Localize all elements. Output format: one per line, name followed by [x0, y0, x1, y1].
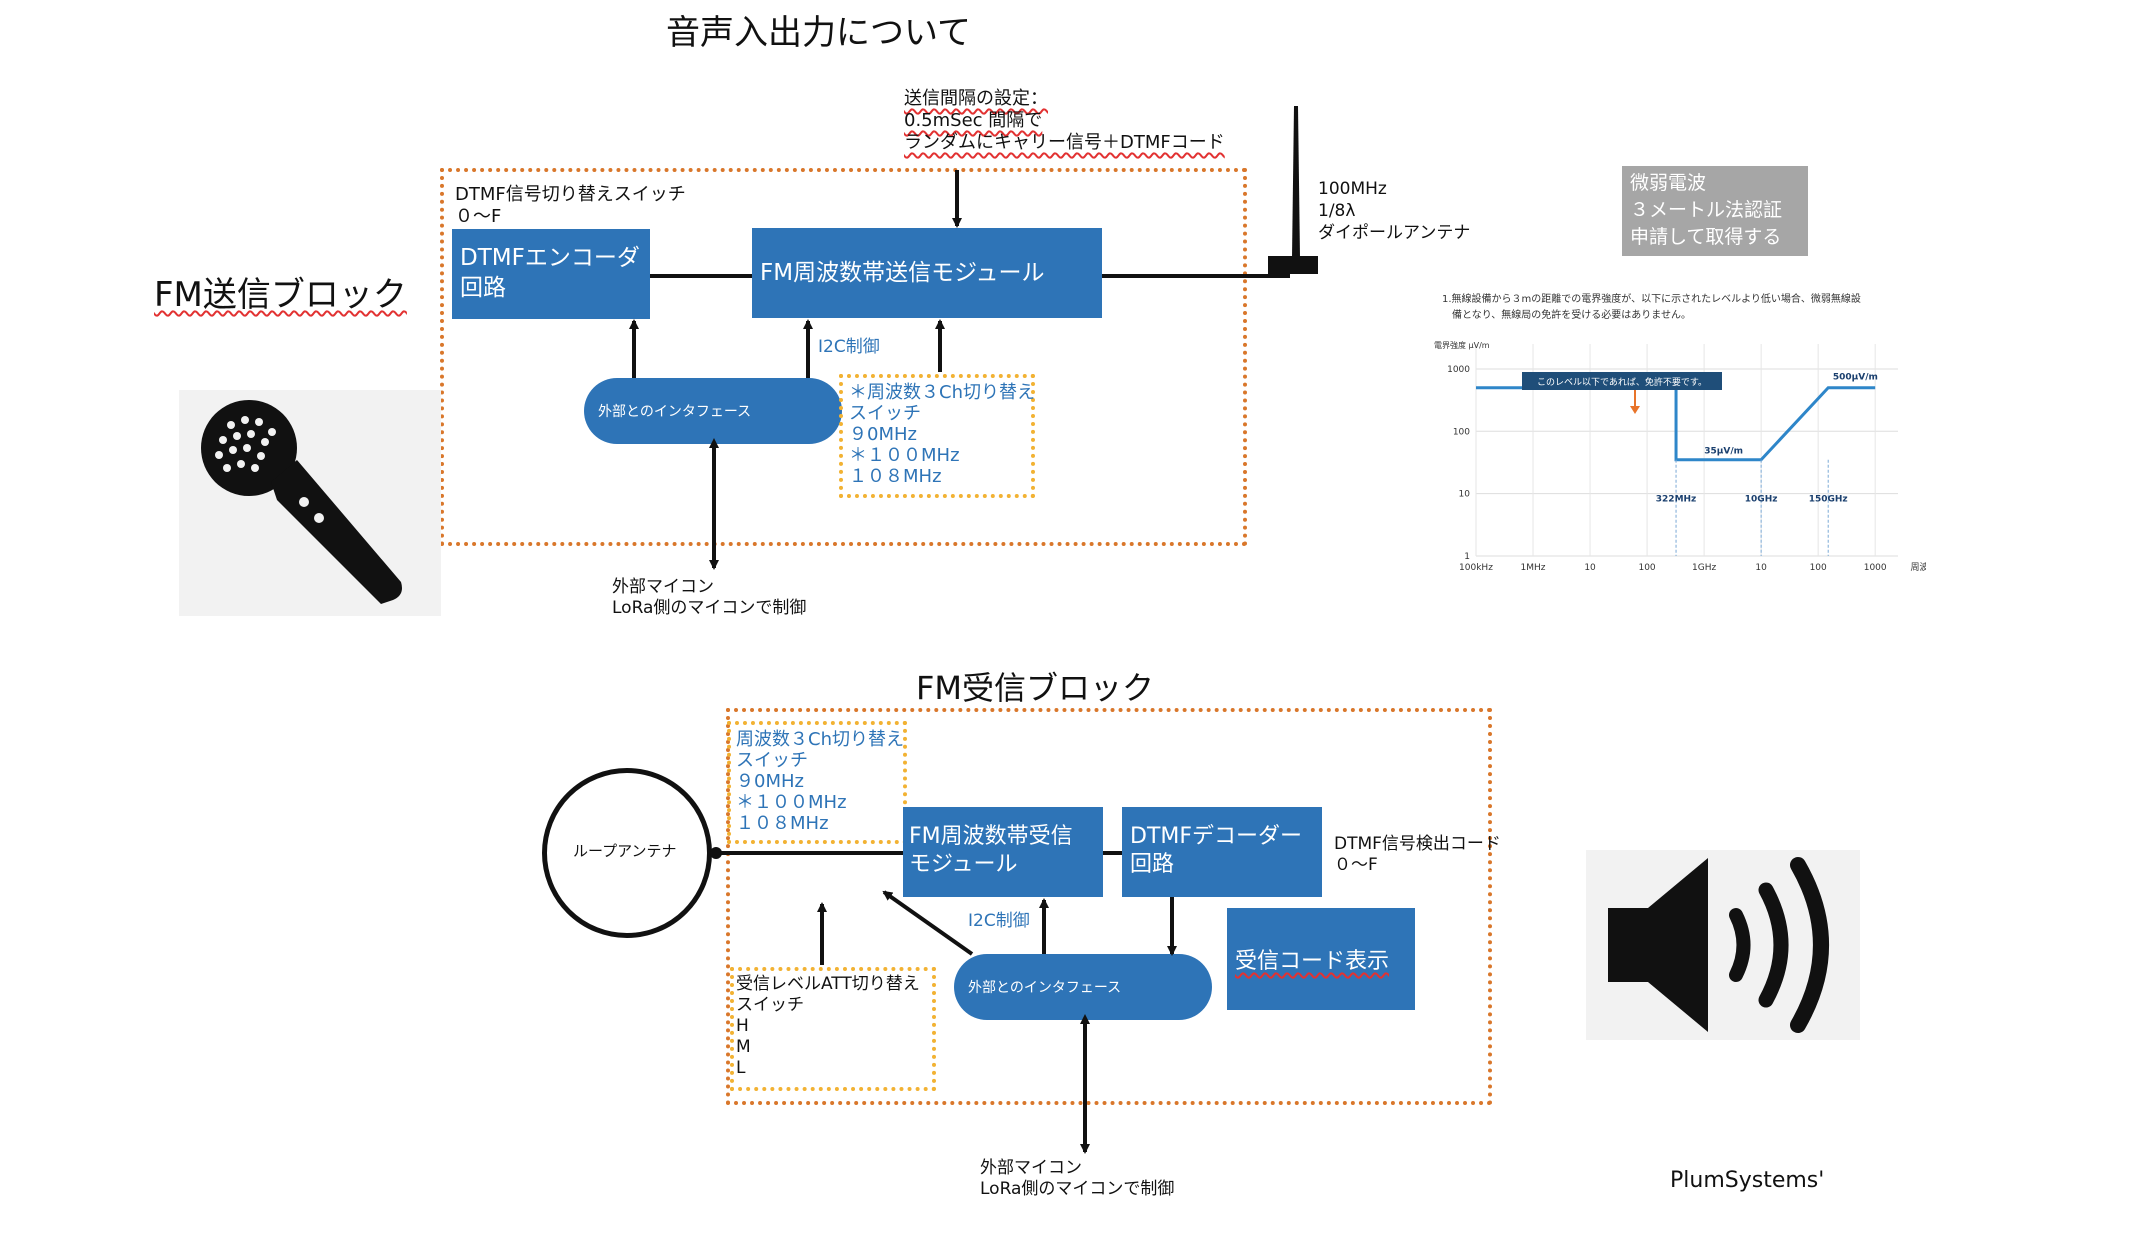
rx-block-frame	[726, 708, 1492, 1105]
tx-antenna-label: 100MHz 1/8λ ダイポールアンテナ	[1318, 179, 1471, 243]
weak-radio-badge-text: 微弱電波 ３メートル法認証 申請して取得する	[1630, 172, 1783, 248]
chart-annotation: 500μV/m	[1833, 373, 1878, 383]
tx-interface-label: 外部とのインタフェース	[598, 404, 752, 420]
chart-x-tick-label: 100	[1810, 563, 1827, 573]
tx-dtmf-encoder: DTMFエンコーダ 回路	[452, 229, 650, 319]
chart-y-axis-label: 電界強度 μV/m	[1434, 340, 1490, 350]
tx-interval-note: 送信間隔の設定： 0.5mSec 間隔で ランダムにキャリー信号＋DTMFコード	[904, 88, 1225, 153]
chart-x-tick-label: 1000	[1864, 563, 1887, 573]
chart-y-tick-label: 10	[1459, 490, 1471, 500]
chart-callout-text: このレベル以下であれば、免許不要です。	[1537, 376, 1707, 388]
rx-interface: 外部とのインタフェース	[954, 954, 1212, 1020]
tx-block-frame	[440, 168, 1247, 546]
chart-x-tick-label: 100	[1638, 563, 1655, 573]
tx-dtmf-switch-label: DTMF信号切り替えスイッチ ０〜F	[455, 184, 686, 227]
speaker-icon-svg	[1608, 857, 1829, 1033]
tx-dtmf-encoder-label: DTMFエンコーダ 回路	[460, 245, 640, 301]
chart-x-tick-label: 1MHz	[1521, 563, 1546, 573]
rx-dtmf-detect-label: DTMF信号検出コード ０〜F	[1334, 834, 1501, 875]
chart-x-tick-label: 10	[1755, 563, 1767, 573]
footer-brand: PlumSystems'	[1670, 1168, 1825, 1193]
chart-callout-arrowhead	[1630, 406, 1640, 414]
chart-annotation: 35μV/m	[1704, 447, 1743, 457]
tx-fm-module-label: FM周波数帯送信モジュール	[760, 259, 1045, 286]
chart-callout-box	[1522, 372, 1722, 390]
chart-annotation: 10GHz	[1745, 495, 1778, 505]
antenna-base	[1268, 256, 1318, 274]
rx-freq-switch-label: 周波数３Ch切り替え スイッチ ９0MHz ＊１００MHz １０８MHz	[736, 729, 904, 834]
chart-annotation: 150GHz	[1809, 495, 1848, 505]
rx-att-switch-label: 受信レベルATT切り替え スイッチ H M L	[736, 974, 920, 1078]
rx-fm-module: FM周波数帯受信 モジュール	[903, 807, 1103, 897]
rx-mcu-label: 外部マイコン LoRa側のマイコンで制御	[980, 1158, 1175, 1199]
loop-antenna-label: ループアンテナ	[573, 842, 677, 860]
rx-code-display: 受信コード表示	[1227, 908, 1415, 1010]
rx-freq-switch-frame	[727, 721, 907, 844]
rx-i2c-label: I2C制御	[968, 911, 1030, 931]
rx-att-switch-frame	[730, 967, 936, 1091]
tx-freq-switch-frame	[839, 374, 1035, 498]
tx-fm-module: FM周波数帯送信モジュール	[752, 228, 1102, 318]
microphone-icon-svg	[201, 400, 402, 604]
chart-y-tick-label: 1	[1464, 552, 1470, 562]
chart-x-tick-label: 1GHz	[1692, 563, 1716, 573]
rx-block-label: FM受信ブロック	[916, 669, 1155, 707]
antenna-mast	[1292, 106, 1300, 258]
rx-fm-module-label: FM周波数帯受信 モジュール	[909, 824, 1073, 877]
rx-dtmf-decoder: DTMFデコーダー 回路	[1122, 807, 1322, 897]
loop-antenna	[542, 768, 712, 938]
rx-interface-label: 外部とのインタフェース	[968, 980, 1122, 996]
chart-x-tick-label: 10	[1584, 563, 1596, 573]
rx-code-display-label: 受信コード表示	[1235, 949, 1390, 974]
tx-block-label: FM送信ブロック	[154, 275, 407, 315]
chart-annotation: 322MHz	[1656, 495, 1697, 505]
microphone-icon	[179, 390, 441, 616]
page-title: 音声入出力について	[666, 13, 971, 53]
speaker-icon	[1586, 850, 1860, 1040]
tx-i2c-label: I2C制御	[818, 337, 880, 357]
chart-y-tick-label: 1000	[1447, 365, 1470, 375]
chart-y-tick-label: 100	[1453, 427, 1470, 437]
weak-radio-description: 1.無線設備から３mの距離での電界強度が、以下に示されたレベルより低い場合、微弱…	[1442, 294, 1861, 321]
chart-x-tick-label: 100kHz	[1459, 563, 1493, 573]
loop-antenna-node	[710, 847, 722, 859]
tx-mcu-label: 外部マイコン LoRa側のマイコンで制御	[612, 577, 807, 618]
weak-radio-badge: 微弱電波 ３メートル法認証 申請して取得する	[1622, 166, 1808, 256]
freq-to-rx-module-arrow	[882, 890, 974, 956]
rx-dtmf-decoder-label: DTMFデコーダー 回路	[1130, 824, 1303, 877]
tx-freq-switch-label: ＊周波数３Ch切り替え スイッチ ９0MHz ＊１００MHz １０８MHz	[849, 382, 1035, 487]
tx-interface: 外部とのインタフェース	[584, 378, 842, 444]
